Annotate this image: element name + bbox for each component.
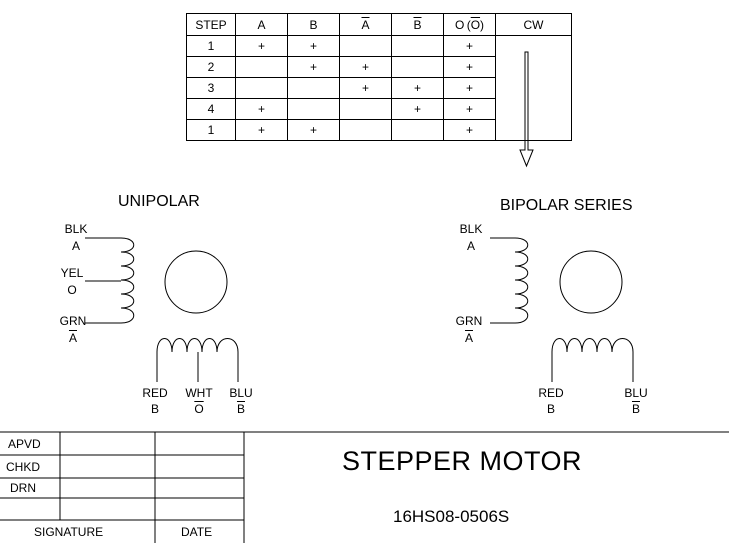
bipolar-winding-a-icon [490,237,529,324]
cw-arrow-cell [495,35,572,141]
bipolar-red-label: RED [538,386,564,400]
unipolar-wht-label: WHT [185,386,213,400]
table-row: 4 + + + [186,98,572,120]
bipolar-b-label: B [546,402,555,416]
bipolar-winding-b-icon [551,338,634,382]
bipolar-a-label: A [466,239,475,253]
bipolar-blk-label: BLK [459,222,483,236]
unipolar-red-label: RED [142,386,168,400]
header-o: O (O) [443,13,496,36]
unipolar-blu-label: BLU [229,386,253,400]
part-number: 16HS08-0506S [393,507,510,526]
unipolar-blk-label: BLK [64,222,88,236]
table-row: 1 + + + [186,119,572,141]
apvd-label: APVD [8,437,41,451]
title-block-grid [0,431,729,543]
unipolar-b-label: B [150,402,159,416]
unipolar-yel-label: YEL [60,266,84,280]
table-row: 2 + + + [186,56,572,78]
bipolar-blu-label: BLU [624,386,648,400]
bipolar-grn-label: GRN [455,314,483,328]
bipolar-title: BIPOLAR SERIES [500,197,633,214]
unipolar-b-bar-label: B [236,402,245,416]
drn-label: DRN [10,481,36,495]
unipolar-title: UNIPOLAR [118,193,200,210]
unipolar-a-label: A [71,239,80,253]
bipolar-b-bar-label: B [631,402,640,416]
step-sequence-table: STEP A B A B O (O) CW 1 + + + 2 + + + 3 … [186,13,572,141]
unipolar-grn-label: GRN [59,314,87,328]
unipolar-o-label: O [67,283,77,297]
drawing-title: STEPPER MOTOR [342,446,583,476]
unipolar-winding-a-icon [85,237,135,324]
date-label: DATE [181,525,213,539]
bipolar-rotor-icon [559,250,623,314]
unipolar-winding-b-icon [156,338,239,382]
table-header-row: STEP A B A B O (O) CW [186,13,572,36]
cw-arrow-icon [519,51,534,168]
bipolar-a-bar-label: A [464,331,473,345]
cell-o: + [443,119,496,141]
unipolar-o-bar-label: O [194,402,204,416]
chkd-label: CHKD [6,460,41,474]
unipolar-rotor-icon [164,250,228,314]
unipolar-a-bar-label: A [68,331,77,345]
signature-label: SIGNATURE [34,525,104,539]
